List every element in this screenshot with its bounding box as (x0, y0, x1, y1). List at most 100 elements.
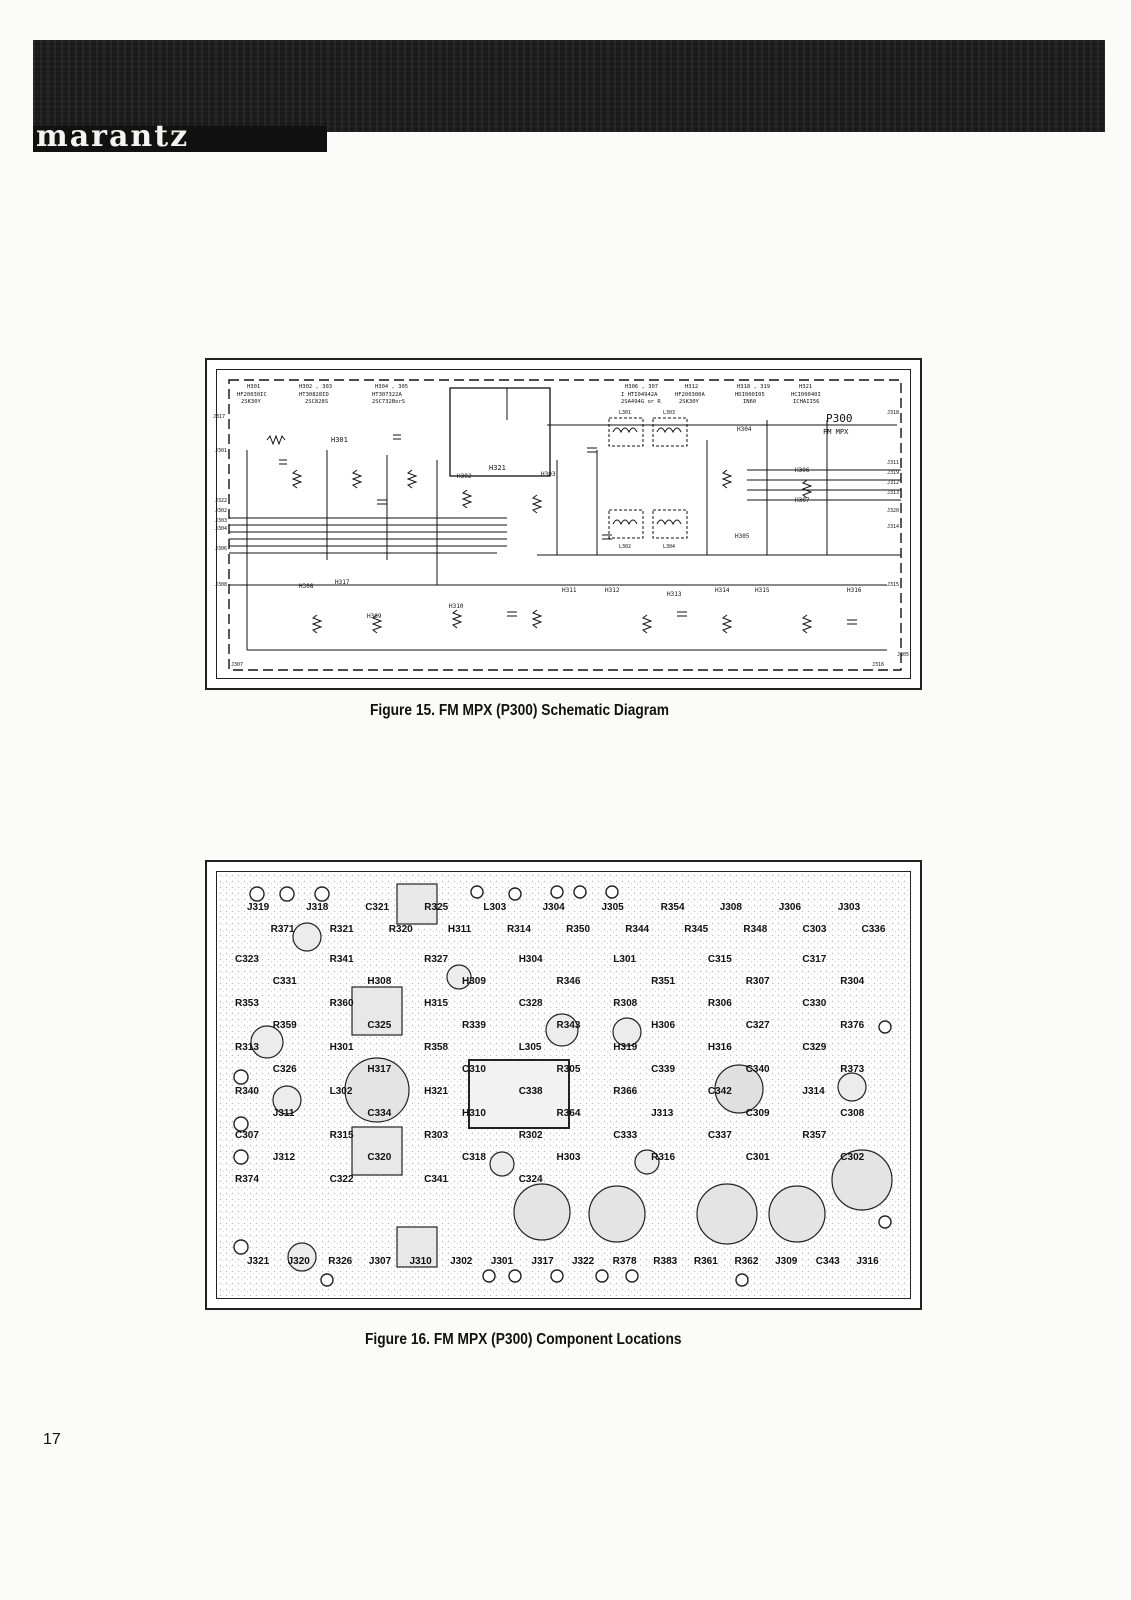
component-label: R339 (462, 1020, 486, 1031)
component-label: L301 (613, 954, 636, 965)
svg-text:HCI00040I: HCI00040I (791, 392, 821, 398)
component-label: C341 (424, 1174, 448, 1185)
component-label: H310 (462, 1108, 486, 1119)
component-label: H321 (424, 1086, 448, 1097)
component-label: R374 (235, 1174, 259, 1185)
svg-text:H313: H313 (667, 591, 682, 598)
component-label: J320 (288, 1256, 311, 1267)
component-label: J321 (247, 1256, 270, 1267)
component-label: C327 (746, 1020, 770, 1031)
component-label: R306 (708, 998, 732, 1009)
component-label: R320 (389, 924, 413, 935)
svg-text:J314: J314 (887, 524, 899, 530)
component-label: J308 (720, 902, 743, 913)
component-label: C342 (708, 1086, 732, 1097)
svg-text:H309: H309 (367, 613, 382, 620)
svg-text:H307: H307 (795, 497, 810, 504)
svg-text:J301: J301 (215, 448, 227, 454)
component-label: C338 (519, 1086, 543, 1097)
component-label: R307 (746, 976, 770, 987)
component-label: C330 (802, 998, 826, 1009)
svg-text:J306: J306 (215, 546, 227, 552)
svg-text:H305: H305 (735, 533, 750, 540)
component-label: C328 (519, 998, 543, 1009)
component-label: H316 (708, 1042, 732, 1053)
component-label: C317 (802, 954, 826, 965)
svg-text:HDI000I05: HDI000I05 (735, 392, 765, 398)
component-label: C322 (330, 1174, 354, 1185)
svg-text:J304: J304 (215, 526, 227, 532)
svg-text:H306: H306 (795, 467, 810, 474)
svg-text:H316: H316 (847, 587, 862, 594)
component-label: R321 (330, 924, 354, 935)
component-label: R362 (735, 1256, 759, 1267)
component-label: R344 (625, 924, 649, 935)
svg-text:H306 , 307: H306 , 307 (625, 384, 658, 390)
component-label: J318 (306, 902, 329, 913)
schematic-frame (216, 369, 911, 679)
svg-text:I HTI04942A: I HTI04942A (621, 392, 658, 398)
component-label: C302 (840, 1152, 864, 1163)
svg-text:L304: L304 (663, 544, 675, 550)
svg-text:L302: L302 (619, 544, 631, 550)
svg-text:2SK30Y: 2SK30Y (679, 399, 700, 405)
svg-text:H302: H302 (457, 473, 472, 480)
component-label: R308 (613, 998, 637, 1009)
component-label: R345 (684, 924, 708, 935)
brand-logo: marantz (36, 119, 190, 154)
svg-text:J303: J303 (215, 518, 227, 524)
component-label: C336 (862, 924, 886, 935)
component-label: R350 (566, 924, 590, 935)
component-label: C321 (365, 902, 389, 913)
component-label: C343 (816, 1256, 840, 1267)
component-label: R351 (651, 976, 675, 987)
svg-text:H321: H321 (799, 384, 812, 390)
header-texture (33, 40, 1105, 132)
svg-text:J319: J319 (887, 470, 899, 476)
figure-16-caption: Figure 16. FM MPX (P300) Component Locat… (365, 1331, 682, 1348)
component-label: J313 (651, 1108, 674, 1119)
svg-text:J302: J302 (215, 508, 227, 514)
component-label: C307 (235, 1130, 259, 1141)
svg-text:ICHAII56: ICHAII56 (793, 399, 820, 405)
svg-text:H314: H314 (715, 587, 730, 594)
svg-text:2SA494G or R: 2SA494G or R (621, 399, 661, 405)
component-label: R348 (743, 924, 767, 935)
component-label: R360 (330, 998, 354, 1009)
svg-text:J320: J320 (887, 508, 899, 514)
component-label: C310 (462, 1064, 486, 1075)
page-number: 17 (43, 1431, 61, 1448)
svg-text:J305: J305 (897, 652, 909, 658)
schematic-diagram: H301 HF20030IC 2SK30Y H302 , 303 HT30828… (213, 379, 909, 671)
component-label: R378 (613, 1256, 637, 1267)
component-label: C337 (708, 1130, 732, 1141)
svg-text:J315: J315 (887, 582, 899, 588)
svg-text:2SC828S: 2SC828S (305, 399, 328, 405)
svg-text:H304: H304 (737, 426, 752, 433)
component-label: H303 (557, 1152, 581, 1163)
svg-text:H302 , 303: H302 , 303 (299, 384, 332, 390)
component-label: J316 (856, 1256, 879, 1267)
svg-text:H312: H312 (605, 587, 620, 594)
component-label: R340 (235, 1086, 259, 1097)
svg-text:2SK30Y: 2SK30Y (241, 399, 262, 405)
svg-text:P300: P300 (826, 412, 853, 425)
svg-text:J322: J322 (215, 498, 227, 504)
component-label: J309 (775, 1256, 798, 1267)
component-label: H304 (519, 954, 543, 965)
svg-text:H301: H301 (331, 436, 348, 444)
svg-text:2SC732BorS: 2SC732BorS (372, 399, 405, 405)
svg-text:J308: J308 (215, 582, 227, 588)
component-label: C334 (367, 1108, 391, 1119)
component-label: R314 (507, 924, 531, 935)
svg-text:H312: H312 (685, 384, 698, 390)
svg-text:H301: H301 (247, 384, 260, 390)
component-label: H317 (367, 1064, 391, 1075)
pcb-frame (216, 871, 911, 1299)
component-label: R304 (840, 976, 864, 987)
svg-text:J317: J317 (213, 414, 225, 420)
component-label: J307 (369, 1256, 392, 1267)
component-label: J322 (572, 1256, 595, 1267)
